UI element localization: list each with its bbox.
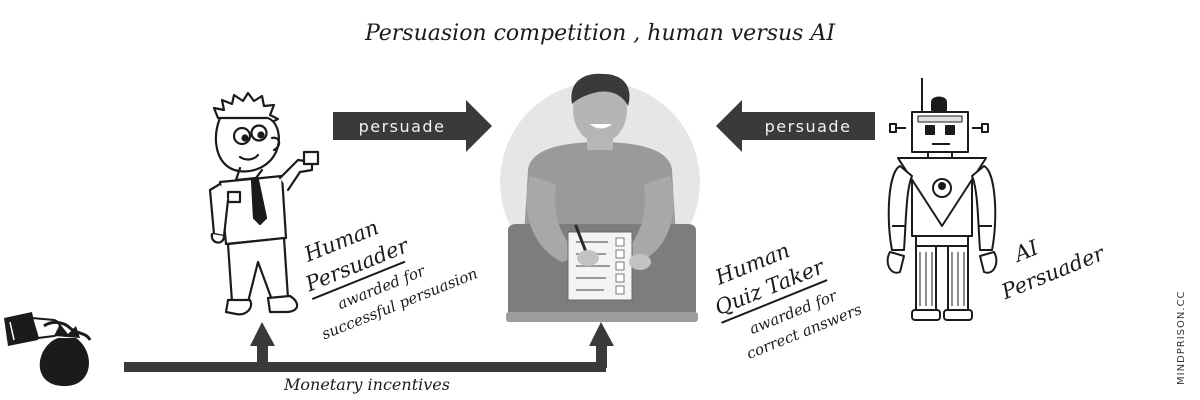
diagram-title: Persuasion competition , human versus AI — [364, 21, 836, 46]
human-persuader-figure — [208, 91, 320, 316]
incentive-arrows — [124, 322, 614, 372]
persuade-arrow-left-label: persuade — [359, 117, 446, 136]
persuade-arrow-right-label: persuade — [765, 117, 852, 136]
quiz-taker-underline — [721, 279, 828, 324]
quiz-taker-caption: Human Quiz Taker awarded for correct ans… — [711, 238, 865, 363]
ai-persuader-caption: AI Persuader — [997, 235, 1109, 304]
human-persuader-caption: Human Persuader awarded for successful p… — [300, 215, 480, 343]
watermark: MINDPRISON.CC — [1176, 290, 1187, 385]
persuade-arrow-left: persuade — [333, 100, 492, 152]
human-persuader-underline — [311, 260, 406, 301]
quiz-taker-figure — [500, 73, 700, 322]
persuade-arrow-right: persuade — [716, 100, 875, 152]
incentives-label: Monetary incentives — [283, 375, 450, 394]
ai-robot-figure — [886, 78, 998, 321]
ai-persuader-title-line1: AI — [1009, 235, 1042, 267]
money-bag-icon — [4, 312, 92, 387]
